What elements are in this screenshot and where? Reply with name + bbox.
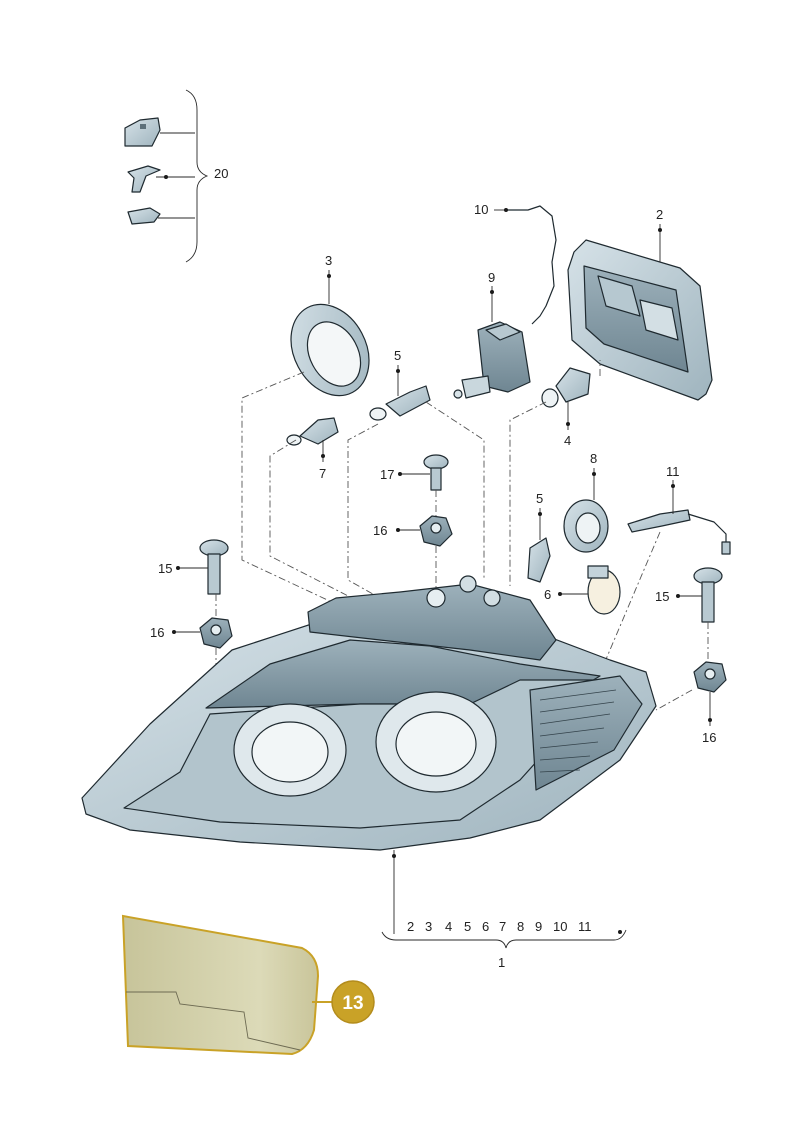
headlight-assembly	[81, 575, 657, 934]
part-13-lens-cover	[121, 914, 332, 1056]
callout-15-right: 15	[655, 589, 669, 604]
assembly-contents-bracket	[381, 929, 627, 949]
part-16-clip-left	[172, 617, 233, 649]
callout-20: 20	[214, 166, 228, 181]
callout-16-right: 16	[702, 730, 716, 745]
bracket-number-8: 8	[517, 919, 524, 934]
bracket-number-7: 7	[499, 919, 506, 934]
bracket-number-6: 6	[482, 919, 489, 934]
part-6-bulb	[558, 565, 621, 615]
part-16-clip-center	[396, 515, 453, 547]
badge-label: 13	[342, 993, 363, 1014]
bracket-number-3: 3	[425, 919, 432, 934]
callout-2: 2	[656, 207, 663, 222]
callout-6: 6	[544, 587, 551, 602]
part-5-bulb-lower	[527, 508, 551, 583]
callout-3: 3	[325, 253, 332, 268]
bracket-number-11: 11	[578, 919, 592, 934]
callout-10: 10	[474, 202, 488, 217]
part-2-housing-cover	[567, 224, 713, 401]
callout-1: 1	[498, 955, 505, 970]
part-3-cap-ring	[290, 270, 370, 397]
part-15-screw-left	[176, 539, 229, 595]
part-10-wire	[494, 205, 557, 325]
callout-7: 7	[319, 466, 326, 481]
part-16-clip-right	[693, 661, 727, 726]
callout-5-lower: 5	[536, 491, 543, 506]
bracket-number-5: 5	[464, 919, 471, 934]
callout-15-left: 15	[158, 561, 172, 576]
bracket-number-4: 4	[445, 919, 452, 934]
callout-4: 4	[564, 433, 571, 448]
part-15-screw-right	[676, 567, 723, 623]
callout-16-center: 16	[373, 523, 387, 538]
part-4-bulb	[541, 367, 591, 430]
part-7-bulb	[286, 417, 339, 462]
assembly-guide-lines	[215, 360, 709, 711]
callout-9: 9	[488, 270, 495, 285]
bracket-number-9: 9	[535, 919, 542, 934]
bracket-set-20	[124, 89, 209, 263]
callout-badge-13: 13	[331, 980, 375, 1024]
part-9-adjuster-motor	[453, 286, 531, 399]
callout-8: 8	[590, 451, 597, 466]
bracket-number-2: 2	[407, 919, 414, 934]
callout-17: 17	[380, 467, 394, 482]
part-17-screw	[398, 454, 449, 491]
part-8-bulb-socket	[563, 468, 609, 553]
part-11-wiring-harness	[627, 480, 731, 555]
bracket-number-10: 10	[553, 919, 567, 934]
callout-11: 11	[666, 464, 680, 479]
callout-5-upper: 5	[394, 348, 401, 363]
callout-16-left: 16	[150, 625, 164, 640]
part-5-bulb-upper	[369, 365, 431, 421]
